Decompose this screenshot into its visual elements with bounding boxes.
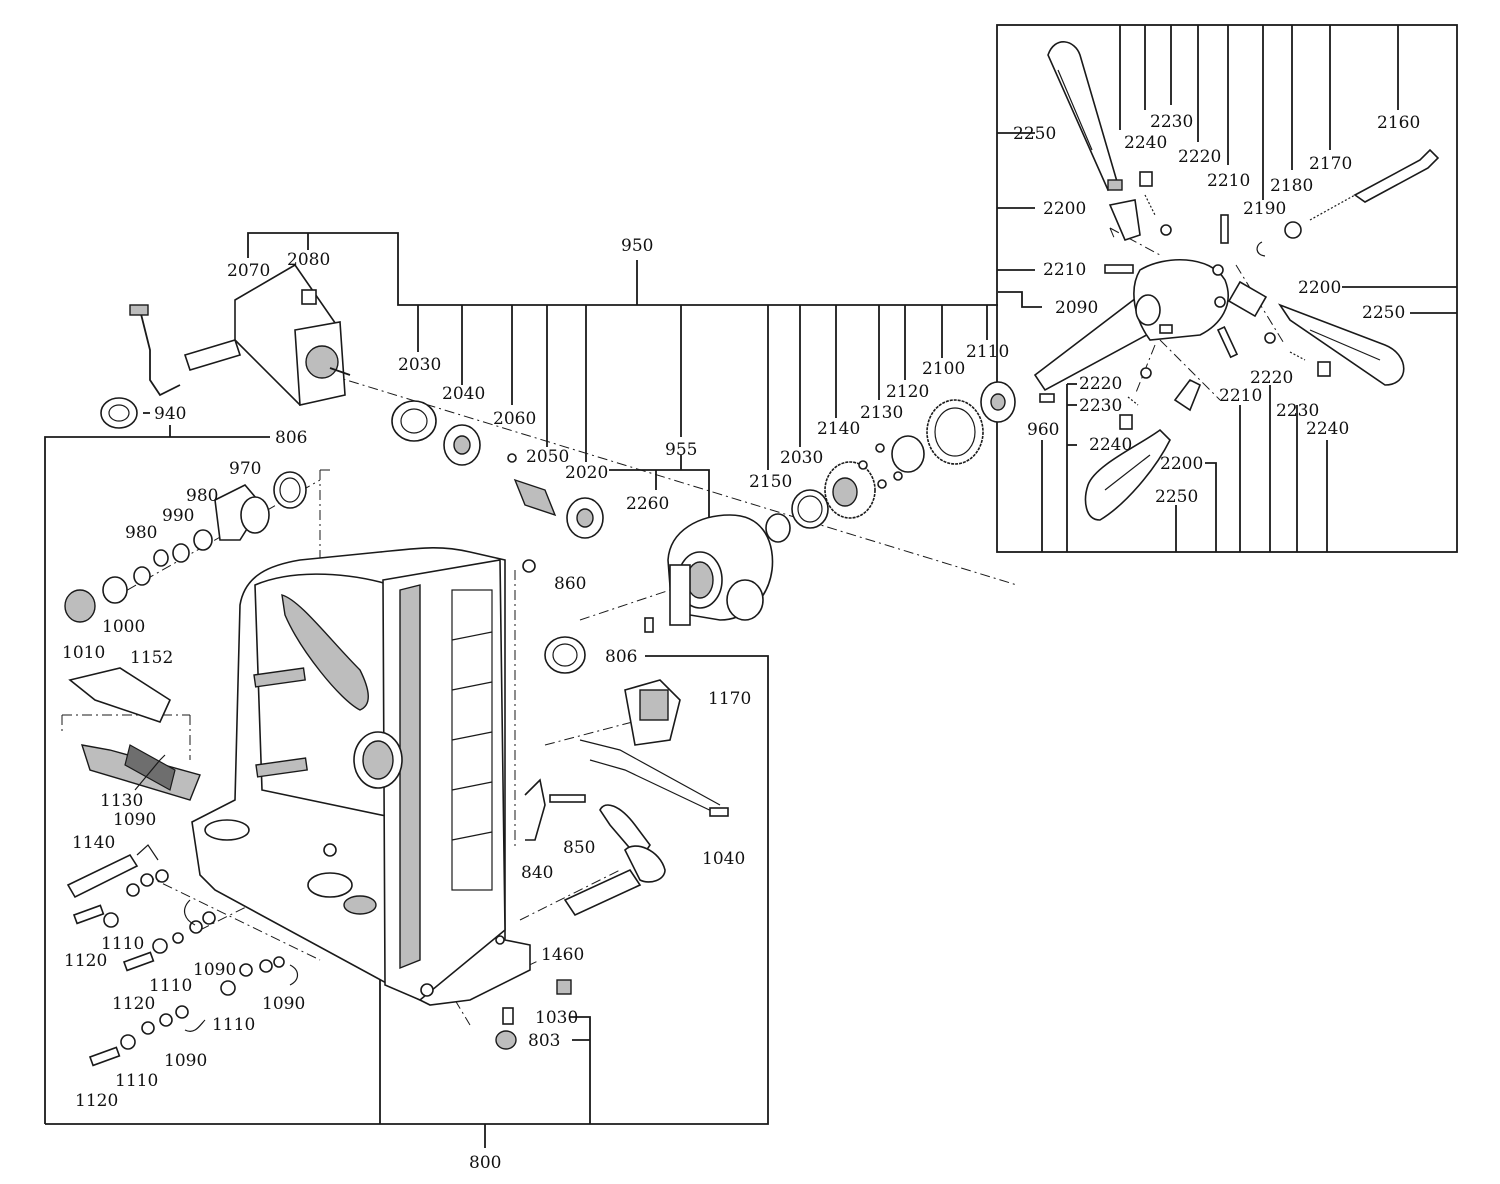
label-2170: 2170 — [1309, 154, 1352, 174]
housing-frame — [191, 547, 531, 1006]
label-1110-a: 1110 — [101, 934, 144, 954]
label-2030-b: 2030 — [780, 448, 823, 468]
label-2220-c: 2220 — [1250, 368, 1293, 388]
label-2070: 2070 — [227, 261, 270, 281]
label-2230-a: 2230 — [1150, 112, 1193, 132]
label-2180: 2180 — [1270, 176, 1313, 196]
label-2200-b: 2200 — [1298, 278, 1341, 298]
label-2230-c: 2230 — [1276, 401, 1319, 421]
gear-housing — [667, 514, 774, 626]
fasteners — [66, 844, 299, 1067]
lower-right-parts — [495, 559, 729, 1050]
label-2250-c: 2250 — [1155, 487, 1198, 507]
label-1120-b: 1120 — [112, 994, 155, 1014]
label-2250-b: 2250 — [1362, 303, 1405, 323]
handles — [1047, 41, 1440, 521]
label-2150: 2150 — [749, 472, 792, 492]
label-850: 850 — [563, 838, 595, 858]
label-940: 940 — [154, 404, 186, 424]
label-2230-b: 2230 — [1079, 396, 1122, 416]
label-2250-a: 2250 — [1013, 124, 1056, 144]
label-2200-a: 2200 — [1043, 199, 1086, 219]
label-860: 860 — [554, 574, 586, 594]
label-1030: 1030 — [535, 1008, 578, 1028]
label-2240-a: 2240 — [1124, 133, 1167, 153]
label-1120-a: 1120 — [64, 951, 107, 971]
label-1460: 1460 — [541, 945, 584, 965]
label-1140: 1140 — [72, 833, 115, 853]
label-2210-c: 2210 — [1219, 386, 1262, 406]
label-2050: 2050 — [526, 447, 569, 467]
pinion-hub — [1033, 258, 1229, 392]
label-2160: 2160 — [1377, 113, 1420, 133]
label-803: 803 — [528, 1031, 560, 1051]
label-980-b: 980 — [125, 523, 157, 543]
label-1090-b: 1090 — [193, 960, 236, 980]
label-950: 950 — [621, 236, 653, 256]
label-970: 970 — [229, 459, 261, 479]
shaft-parts — [391, 400, 654, 633]
label-990: 990 — [162, 506, 194, 526]
label-2240-c: 2240 — [1306, 419, 1349, 439]
label-2120: 2120 — [886, 382, 929, 402]
label-2110: 2110 — [966, 342, 1009, 362]
label-1040: 1040 — [702, 849, 745, 869]
label-2240-b: 2240 — [1089, 435, 1132, 455]
label-1152: 1152 — [130, 648, 173, 668]
label-840: 840 — [521, 863, 553, 883]
label-2190: 2190 — [1243, 199, 1286, 219]
label-2130: 2130 — [860, 403, 903, 423]
label-980-a: 980 — [186, 486, 218, 506]
label-2140: 2140 — [817, 419, 860, 439]
label-1090-d: 1090 — [164, 1051, 207, 1071]
label-2220-a: 2220 — [1178, 147, 1221, 167]
label-2090: 2090 — [1055, 298, 1098, 318]
label-2030-a: 2030 — [398, 355, 441, 375]
label-1110-b: 1110 — [149, 976, 192, 996]
label-955: 955 — [665, 440, 697, 460]
label-1170: 1170 — [708, 689, 751, 709]
label-1090-c: 1090 — [262, 994, 305, 1014]
label-2210-b: 2210 — [1043, 260, 1086, 280]
label-1090-a: 1090 — [113, 810, 156, 830]
label-2060: 2060 — [493, 409, 536, 429]
label-2100: 2100 — [922, 359, 965, 379]
label-2020: 2020 — [565, 463, 608, 483]
label-1010: 1010 — [62, 643, 105, 663]
label-1130: 1130 — [100, 791, 143, 811]
label-1110-d: 1110 — [115, 1071, 158, 1091]
gear-train — [765, 381, 1055, 543]
label-806-top: 806 — [275, 428, 307, 448]
label-2210-a: 2210 — [1207, 171, 1250, 191]
label-806-bottom: 806 — [605, 647, 637, 667]
label-2040: 2040 — [442, 384, 485, 404]
label-2260: 2260 — [626, 494, 669, 514]
left-small-parts — [64, 397, 307, 801]
label-2200-c: 2200 — [1160, 454, 1203, 474]
label-2220-b: 2220 — [1079, 374, 1122, 394]
label-1120-c: 1120 — [75, 1091, 118, 1111]
label-1000: 1000 — [102, 617, 145, 637]
label-1110-c: 1110 — [212, 1015, 255, 1035]
part-labels: 950 955 940 806 806 970 980 980 990 1000… — [62, 112, 1420, 1173]
label-800: 800 — [469, 1153, 501, 1173]
label-960: 960 — [1027, 420, 1059, 440]
motor — [129, 263, 351, 406]
label-2080: 2080 — [287, 250, 330, 270]
